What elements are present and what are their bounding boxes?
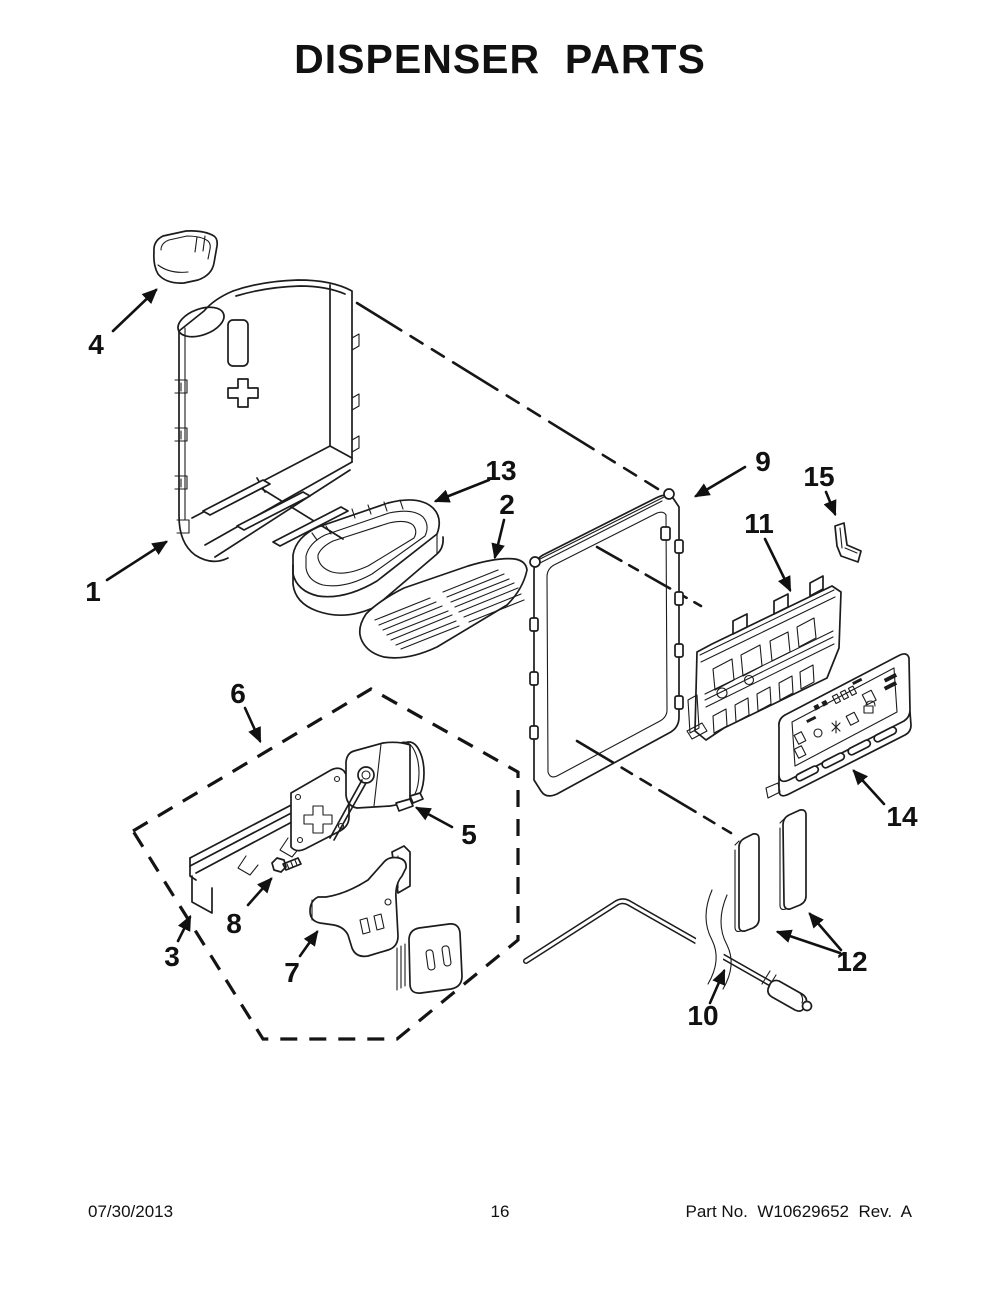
- part11-control-module-drawing: [686, 575, 842, 741]
- part5-motor-drawing: [329, 741, 425, 841]
- callout-7: 7: [284, 957, 300, 988]
- part13-drip-tray-drawing: [292, 499, 444, 616]
- part6-assembly-boundary-dashed: [130, 687, 520, 1041]
- callout-4: 4: [88, 329, 104, 360]
- callout-15: 15: [803, 461, 835, 492]
- callout-leader-arrows: [105, 288, 886, 1005]
- callout-13: 13: [485, 455, 517, 486]
- part8-screw-drawing: [271, 857, 302, 873]
- assembly-pad-drawing: [396, 923, 463, 994]
- callout-6: 6: [230, 678, 246, 709]
- callout-5: 5: [461, 819, 477, 850]
- callout-9: 9: [755, 446, 771, 477]
- part12-pads-drawing: [734, 809, 807, 933]
- callout-11: 11: [744, 508, 774, 539]
- footer-date: 07/30/2013: [88, 1202, 174, 1221]
- part3-bracket-drawing: [189, 767, 350, 914]
- part7-actuator-drawing: [309, 845, 411, 958]
- callout-10: 10: [687, 1000, 719, 1031]
- callout-2: 2: [499, 489, 515, 520]
- part1-dispenser-housing-drawing: [174, 279, 360, 563]
- callout-8: 8: [226, 908, 242, 939]
- part4-cup-drawing: [152, 230, 219, 284]
- part10-water-tube-drawing: [523, 886, 813, 1012]
- part15-clip-drawing: [834, 522, 862, 563]
- part14-facade-panel-drawing: [765, 653, 912, 799]
- part2-grille-drawing: [358, 557, 528, 659]
- callout-1: 1: [85, 576, 101, 607]
- callout-3: 3: [164, 941, 180, 972]
- page-title: DISPENSER PARTS: [294, 36, 706, 82]
- callout-12: 12: [836, 946, 868, 977]
- page-footer: 07/30/2013 16 Part No. W10629652 Rev. A: [0, 1202, 1000, 1222]
- footer-part-number: Part No. W10629652 Rev. A: [685, 1202, 912, 1221]
- footer-page-number: 16: [490, 1202, 510, 1221]
- part9-frame-drawing: [529, 488, 684, 797]
- callout-14: 14: [886, 801, 918, 832]
- facade-icons: [793, 673, 898, 782]
